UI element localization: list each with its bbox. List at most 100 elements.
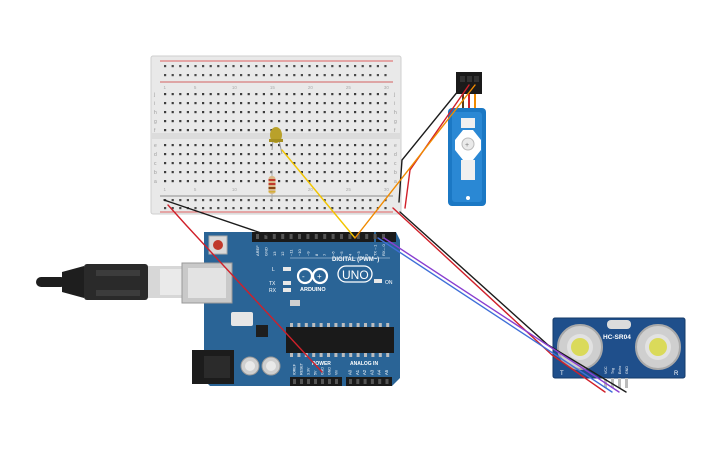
column-number: 1	[164, 85, 167, 90]
header-pin[interactable]	[306, 234, 310, 239]
grid-hole	[255, 93, 258, 96]
grid-hole	[255, 120, 258, 123]
grid-hole	[247, 120, 250, 123]
grid-hole	[209, 102, 212, 105]
header-pin[interactable]	[293, 379, 296, 384]
grid-hole	[179, 153, 182, 156]
header-pin[interactable]	[365, 234, 369, 239]
grid-hole	[384, 180, 387, 183]
grid-hole	[179, 162, 182, 165]
rail-hole	[300, 65, 303, 68]
header-pin[interactable]	[300, 379, 303, 384]
grid-hole	[316, 120, 319, 123]
servo-motor[interactable]: +	[448, 72, 486, 206]
row-letter: f	[154, 128, 156, 134]
rail-hole	[293, 199, 296, 202]
header-pin[interactable]	[314, 234, 318, 239]
grid-hole	[247, 129, 250, 132]
rail-hole	[217, 74, 220, 77]
grid-hole	[323, 144, 326, 147]
atmega-chip	[286, 327, 394, 353]
row-letter: j	[393, 92, 395, 98]
rail-hole	[369, 207, 372, 210]
header-pin[interactable]	[373, 234, 377, 239]
header-pin[interactable]	[370, 379, 374, 384]
header-pin[interactable]	[307, 379, 310, 384]
grid-hole	[331, 153, 334, 156]
grid-hole	[346, 129, 349, 132]
header-pin[interactable]	[272, 234, 276, 239]
rail-hole	[202, 65, 205, 68]
grid-hole	[194, 111, 197, 114]
grid-hole	[376, 111, 379, 114]
grid-hole	[164, 129, 167, 132]
header-pin[interactable]	[298, 234, 301, 239]
header-pin[interactable]	[321, 379, 324, 384]
grid-hole	[171, 144, 174, 147]
grid-hole	[186, 102, 189, 105]
header-pin[interactable]	[340, 234, 343, 239]
arduino-brand: ARDUINO	[300, 287, 326, 293]
rail-hole	[316, 207, 319, 210]
rail-hole	[293, 74, 296, 77]
sensor-pin-label: Echo	[618, 366, 622, 374]
ic-pin	[327, 323, 330, 327]
header-pin[interactable]	[348, 234, 352, 239]
header-pin[interactable]	[363, 379, 367, 384]
header-pin[interactable]	[281, 234, 285, 239]
rail-hole	[262, 199, 265, 202]
header-pin[interactable]	[382, 234, 385, 239]
grid-hole	[240, 93, 243, 96]
header-pin[interactable]	[256, 234, 259, 239]
header-pin[interactable]	[385, 379, 389, 384]
rail-hole	[247, 74, 250, 77]
grid-hole	[262, 93, 265, 96]
rail-hole	[217, 65, 220, 68]
header-pin[interactable]	[378, 379, 382, 384]
header-pin[interactable]	[328, 379, 331, 384]
rail-hole	[255, 65, 258, 68]
rail-hole	[308, 199, 311, 202]
header-pin[interactable]	[349, 379, 352, 384]
grid-hole	[293, 180, 296, 183]
grid-hole	[240, 153, 243, 156]
grid-hole	[369, 153, 372, 156]
rail-hole	[240, 199, 243, 202]
grid-hole	[186, 171, 189, 174]
digital-pin-label: RX←0	[381, 243, 386, 256]
grid-hole	[255, 180, 258, 183]
header-pin[interactable]	[323, 234, 327, 239]
header-pin[interactable]	[356, 234, 360, 239]
rail-hole	[186, 199, 189, 202]
rail-hole	[194, 74, 197, 77]
ic-pin	[341, 323, 345, 327]
resistor[interactable]	[268, 170, 276, 200]
rail-hole	[300, 74, 303, 77]
grid-hole	[300, 180, 303, 183]
header-pin[interactable]	[314, 379, 317, 384]
svg-text:+: +	[317, 272, 322, 281]
row-letter: d	[154, 152, 157, 158]
grid-hole	[240, 120, 243, 123]
header-pin[interactable]	[264, 234, 268, 239]
header-pin[interactable]	[331, 234, 335, 239]
header-pin[interactable]	[335, 379, 338, 384]
header-pin[interactable]	[356, 379, 360, 384]
header-pin[interactable]	[289, 234, 293, 239]
grid-hole	[194, 153, 197, 156]
grid-hole	[194, 144, 197, 147]
grid-hole	[240, 144, 243, 147]
grid-hole	[300, 111, 303, 114]
grid-hole	[361, 144, 364, 147]
row-letter: e	[154, 143, 157, 149]
grid-hole	[224, 144, 227, 147]
rail-hole	[338, 207, 341, 210]
led[interactable]	[269, 127, 283, 155]
column-number: 15	[270, 85, 276, 90]
ic-pin	[297, 323, 301, 327]
grid-hole	[262, 153, 265, 156]
grid-hole	[369, 144, 372, 147]
